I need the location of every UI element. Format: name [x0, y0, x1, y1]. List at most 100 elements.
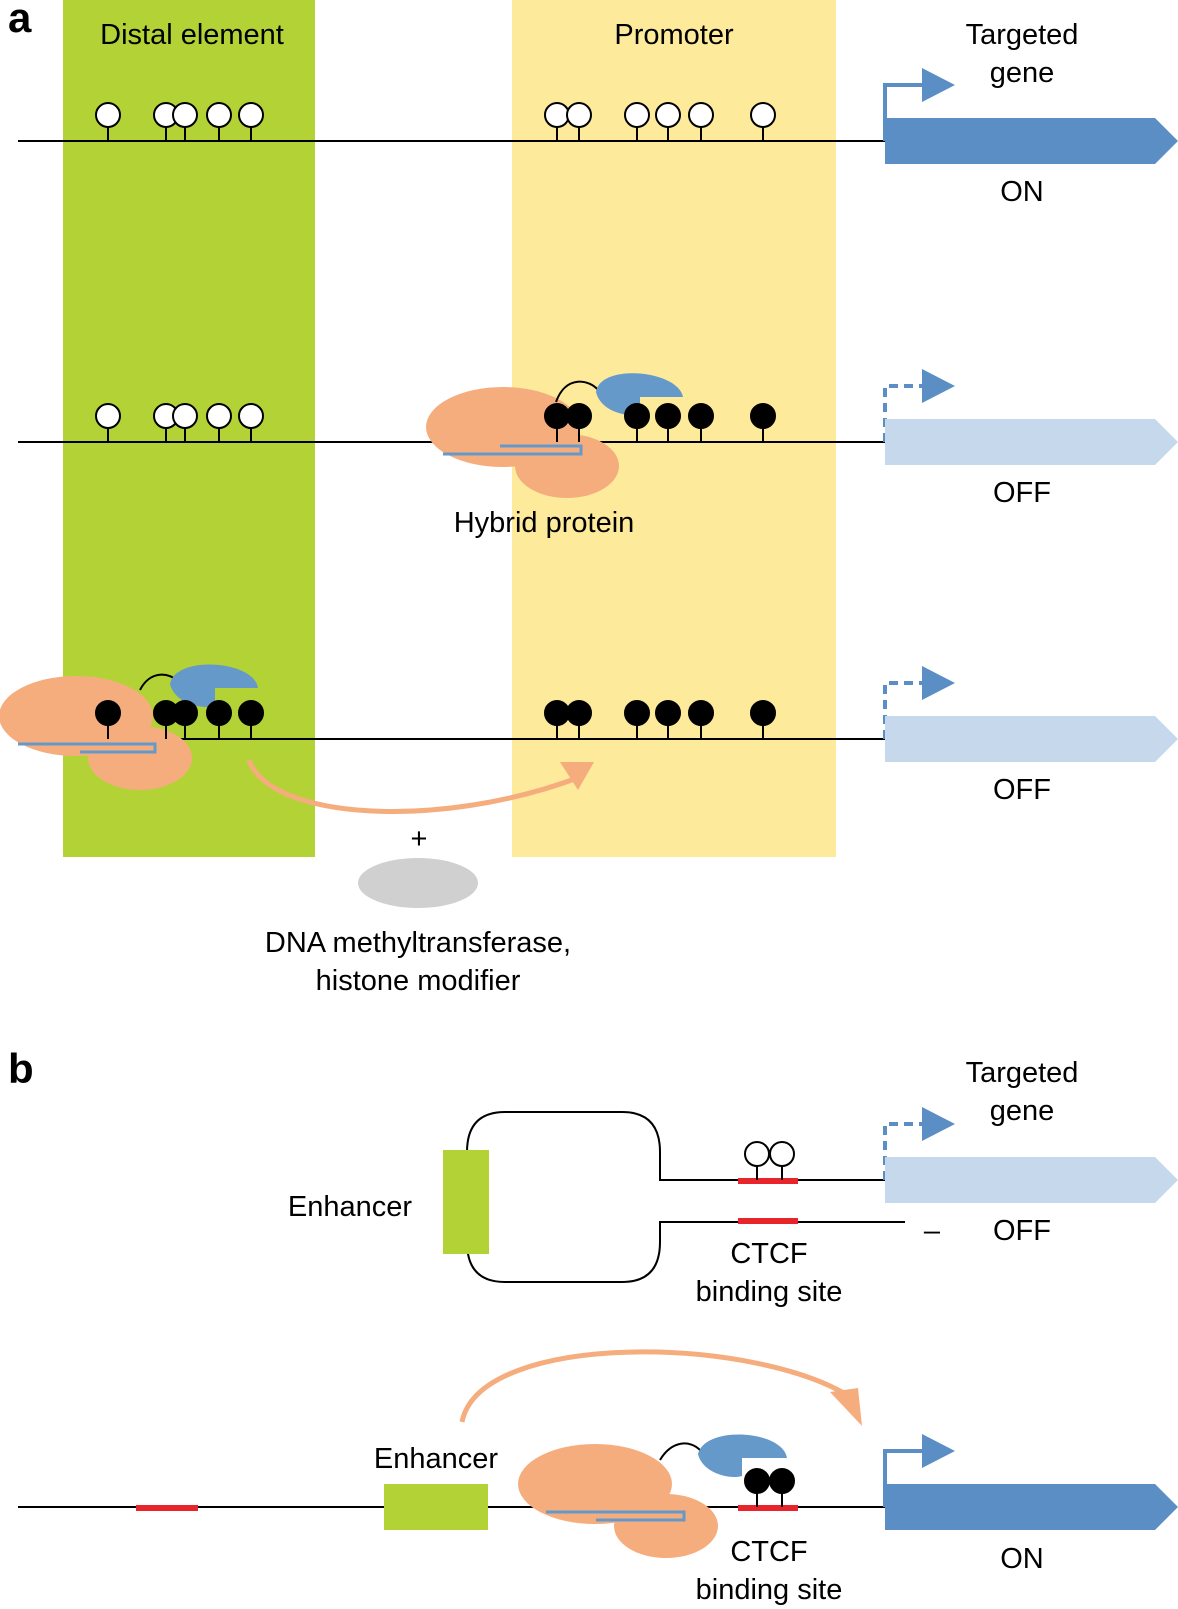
methylated-cpg [624, 403, 650, 429]
hybrid-protein-complex [518, 1434, 787, 1558]
cpg-sites-ctcf [744, 1141, 795, 1180]
methylated-cpg [566, 403, 592, 429]
gene-state-label: ON [1000, 176, 1044, 208]
unmethylated-cpg [206, 403, 232, 429]
linker [659, 1442, 701, 1461]
cpg-sites-distal [95, 700, 264, 739]
dcas9-lobe-bottom [614, 1494, 718, 1558]
row-3: OFF [0, 664, 1178, 814]
tss-arrowhead [922, 1434, 955, 1468]
methylated-cpg [750, 700, 776, 726]
insulated-loop-state: Enhancer CTCF binding site – OFF [288, 1107, 1178, 1308]
gene-state-label: OFF [993, 774, 1051, 806]
methylated-cpg [688, 700, 714, 726]
cpg-sites-distal [95, 403, 264, 442]
methylated-cpg [750, 403, 776, 429]
ctcf-label-line2: binding site [696, 1276, 843, 1308]
cpg-sites-promoter [544, 102, 776, 141]
guide-rna [546, 1510, 686, 1522]
gene-body-on [885, 118, 1178, 164]
methylated-cpg [655, 700, 681, 726]
effector-domain [698, 1434, 787, 1478]
unmethylated-cpg [544, 102, 570, 128]
targeted-gene-header-line1: Targeted [966, 19, 1079, 51]
unmethylated-cpg [655, 102, 681, 128]
methylated-cpg [688, 403, 714, 429]
methylated-cpg [238, 700, 264, 726]
targeted-gene-header-line1: Targeted [966, 1057, 1079, 1089]
unmethylated-cpg [744, 1141, 770, 1167]
ctcf-label-line1: CTCF [730, 1238, 807, 1270]
unmethylated-cpg [566, 102, 592, 128]
cpg-sites-distal [95, 102, 264, 141]
hybrid-protein-complex [426, 373, 683, 498]
cpg-sites-promoter [544, 700, 776, 739]
distal-element-header: Distal element [100, 19, 284, 51]
unmethylated-cpg [238, 102, 264, 128]
cpg-sites-ctcf [744, 1468, 795, 1507]
cpg-sites-promoter [544, 403, 776, 442]
unmethylated-cpg [769, 1141, 795, 1167]
panel-a-label: a [8, 0, 32, 41]
targeted-gene-header-line2: gene [990, 1095, 1055, 1127]
enhancer-activation-arrowhead [830, 1388, 862, 1426]
gene-state-label: OFF [993, 477, 1051, 509]
ctcf-site-upper [738, 1178, 798, 1184]
guide-rna [18, 742, 157, 754]
effector-domain [170, 664, 258, 708]
ctcf-site-distal [136, 1505, 198, 1511]
promoter-header: Promoter [614, 19, 734, 51]
spreading-arrow [246, 759, 583, 814]
tss-arrowhead [922, 666, 955, 700]
methylated-cpg [769, 1468, 795, 1494]
dcas9-lobe-bottom [88, 726, 192, 790]
modifier-label-line2: histone modifier [316, 965, 521, 997]
enhancer-block [443, 1150, 489, 1254]
methylated-cpg [624, 700, 650, 726]
methylated-ctcf-state: Enhancer CTCF binding site ON [18, 1349, 1178, 1606]
unmethylated-cpg [750, 102, 776, 128]
plus-sign: + [411, 823, 428, 855]
enhancer-activation-arrow [459, 1349, 857, 1423]
ctcf-label-line2: binding site [696, 1574, 843, 1606]
dna-methyltransferase-shape [358, 858, 478, 908]
guide-rna [443, 444, 583, 456]
row-2: OFF Hybrid protein [18, 369, 1178, 539]
enhancer-block [384, 1484, 488, 1530]
gene-body-off [885, 1157, 1178, 1203]
unmethylated-cpg [206, 102, 232, 128]
dash-mark: – [924, 1215, 941, 1247]
tss-arrowhead [922, 68, 955, 102]
gene-state-label: ON [1000, 1543, 1044, 1575]
spreading-arrowhead [560, 762, 594, 790]
tss-arrowhead [922, 369, 955, 403]
gene-body-on [885, 1484, 1178, 1530]
panel-b: b Targeted gene Enhancer CTCF binding si… [8, 1045, 1178, 1606]
ctcf-label-line1: CTCF [730, 1536, 807, 1568]
ctcf-site-lower [738, 1218, 798, 1224]
linker [555, 380, 599, 403]
modifier-label-line1: DNA methyltransferase, [265, 927, 571, 959]
dna-loop-lower [466, 1221, 905, 1283]
methylated-cpg [566, 700, 592, 726]
unmethylated-cpg [172, 102, 198, 128]
hybrid-protein-label: Hybrid protein [454, 507, 635, 539]
unmethylated-cpg [238, 403, 264, 429]
methylated-cpg [655, 403, 681, 429]
unmethylated-cpg [688, 102, 714, 128]
unmethylated-cpg [624, 102, 650, 128]
methylated-cpg [172, 700, 198, 726]
row-1: ON [18, 68, 1178, 208]
gene-body-off [885, 419, 1178, 465]
ctcf-site-promoter [738, 1505, 798, 1511]
unmethylated-cpg [95, 403, 121, 429]
gene-state-label: OFF [993, 1215, 1051, 1247]
enhancer-label: Enhancer [374, 1443, 498, 1475]
panel-a: a Distal element Promoter Targeted gene … [0, 0, 1178, 997]
panel-b-label: b [8, 1045, 34, 1092]
unmethylated-cpg [95, 102, 121, 128]
dcas9-lobe-bottom [515, 434, 619, 498]
methylated-cpg [95, 700, 121, 726]
gene-body-off [885, 716, 1178, 762]
